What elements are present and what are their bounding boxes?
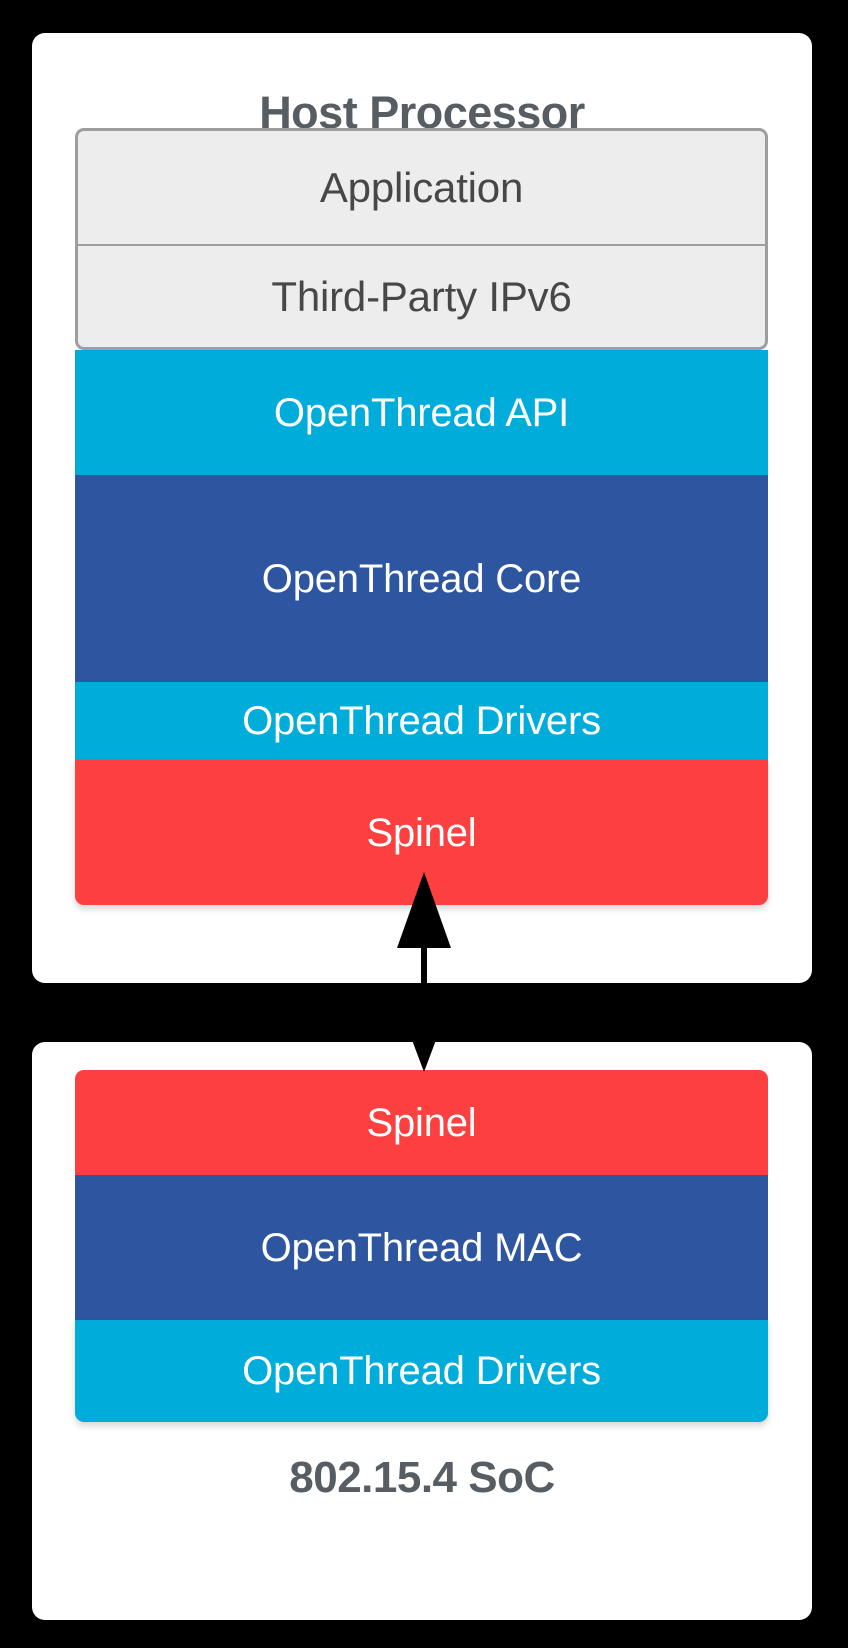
layer-spinel-host-label: Spinel: [366, 810, 477, 855]
soc-panel: Spinel OpenThread MAC OpenThread Drivers…: [32, 1042, 812, 1620]
layer-third-party-ipv6: Third-Party IPv6: [75, 244, 768, 350]
layer-spinel-soc-label: Spinel: [366, 1100, 477, 1145]
layer-openthread-mac: OpenThread MAC: [75, 1175, 768, 1320]
host-processor-panel: Host Processor Application Third-Party I…: [32, 33, 812, 983]
layer-openthread-drivers-soc-label: OpenThread Drivers: [242, 1349, 601, 1393]
layer-openthread-drivers-host-label: OpenThread Drivers: [242, 699, 601, 743]
layer-spinel-soc: Spinel: [75, 1070, 768, 1175]
layer-openthread-mac-label: OpenThread MAC: [260, 1225, 583, 1270]
layer-openthread-drivers-host: OpenThread Drivers: [75, 682, 768, 760]
layer-spinel-host: Spinel: [75, 760, 768, 905]
host-layer-stack: Application Third-Party IPv6 OpenThread …: [75, 128, 768, 905]
layer-openthread-api-label: OpenThread API: [273, 390, 570, 435]
soc-title: 802.15.4 SoC: [289, 1453, 555, 1502]
layer-openthread-drivers-soc: OpenThread Drivers: [75, 1320, 768, 1422]
layer-third-party-ipv6-label: Third-Party IPv6: [271, 272, 572, 320]
layer-openthread-core: OpenThread Core: [75, 475, 768, 682]
layer-openthread-api: OpenThread API: [75, 350, 768, 475]
soc-layer-stack: Spinel OpenThread MAC OpenThread Drivers: [75, 1070, 768, 1422]
layer-application-label: Application: [319, 163, 524, 211]
layer-application: Application: [75, 128, 768, 246]
layer-openthread-core-label: OpenThread Core: [261, 556, 582, 601]
